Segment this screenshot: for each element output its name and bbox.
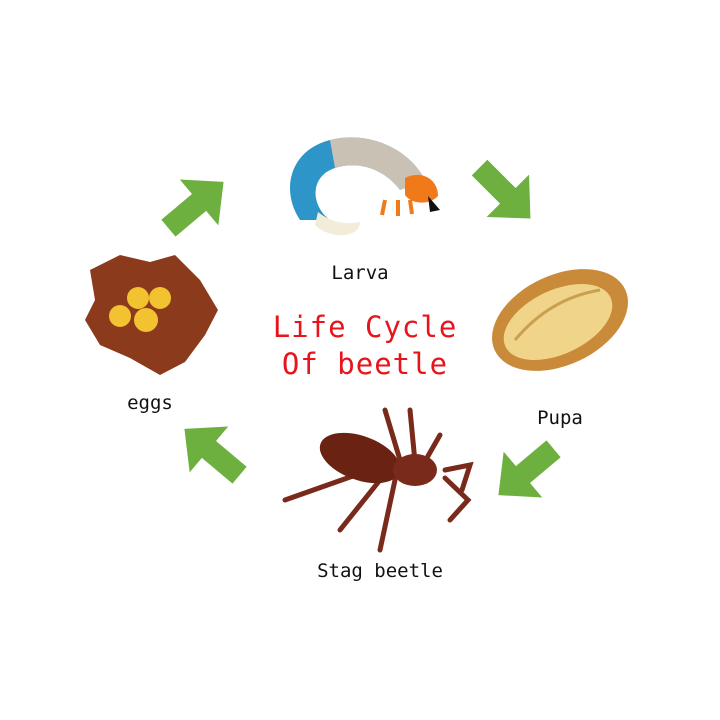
stag-beetle-image (282, 407, 474, 553)
title-line-2: Of beetle (281, 347, 449, 381)
stage-label-larva: Larva (331, 262, 389, 284)
stage-label-pupa: Pupa (537, 407, 583, 429)
stage-label-eggs: eggs (127, 392, 173, 414)
arrow-pupa-to-beetle (479, 425, 573, 519)
larva-image (290, 137, 440, 236)
arrow-larva-to-pupa (458, 146, 552, 240)
eggs-image (85, 255, 218, 375)
arrow-eggs-to-larva (149, 158, 243, 252)
pupa-image (492, 269, 628, 371)
arrow-beetle-to-eggs (165, 405, 259, 499)
title-line-1: Life Cycle (272, 310, 458, 344)
stage-label-stag-beetle: Stag beetle (317, 560, 443, 582)
